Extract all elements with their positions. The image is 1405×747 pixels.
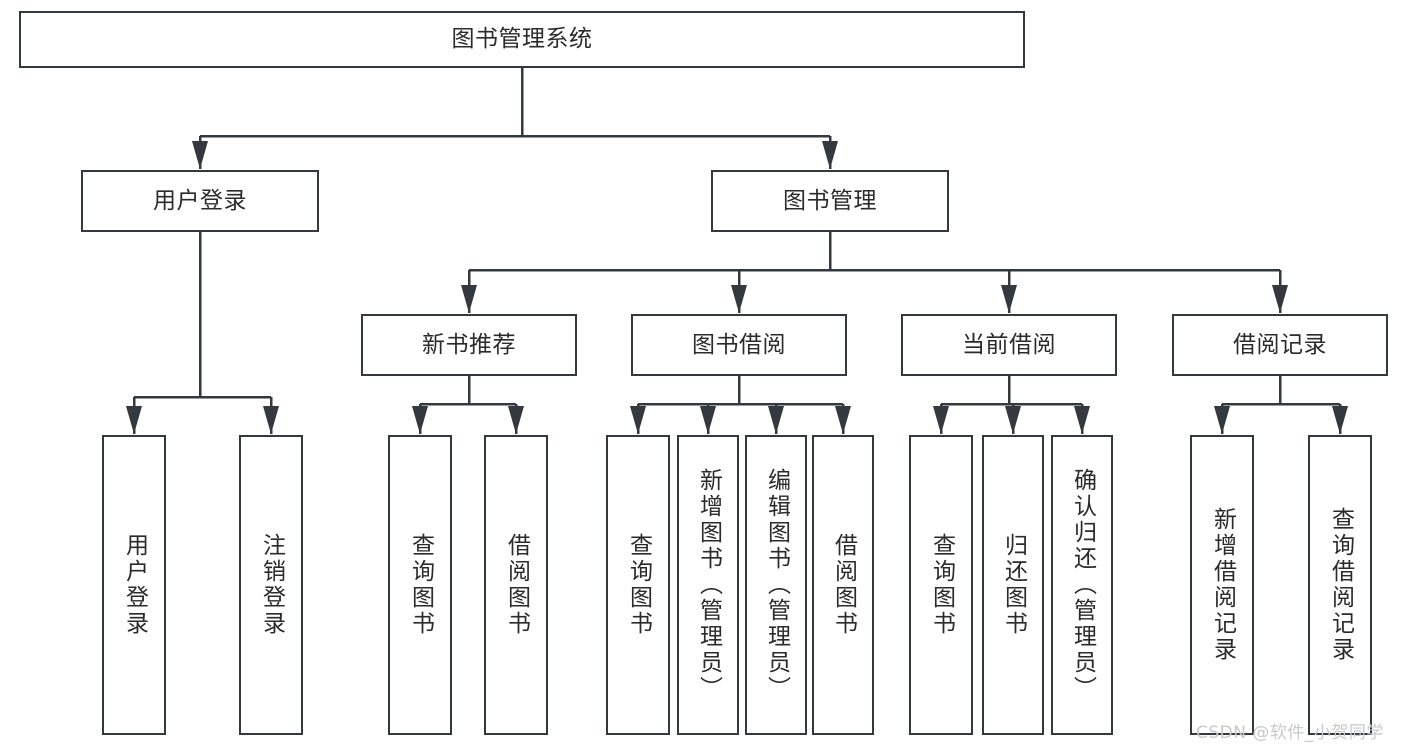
node-label: 图书管理: [783, 187, 877, 214]
edge-arrowhead: [1332, 406, 1348, 434]
node-label: 查询图书: [407, 533, 434, 637]
node-borrow-record: 借阅记录: [1172, 314, 1388, 376]
node-label: 查询图书: [625, 533, 652, 637]
node-label: 借阅图书: [503, 533, 530, 637]
node-label: 查询图书: [928, 533, 955, 637]
edge-arrowhead: [630, 406, 646, 434]
edge-arrowhead: [768, 406, 784, 434]
node-new-book-recommend: 新书推荐: [361, 314, 577, 376]
node-root-root: 图书管理系统: [19, 11, 1025, 68]
node-leaf-rec-query-record: 查询借阅记录: [1308, 435, 1372, 735]
edge-arrowhead: [700, 406, 716, 434]
edge-arrowhead: [126, 406, 142, 434]
node-leaf-rec-add-record: 新增借阅记录: [1190, 435, 1254, 735]
node-label: 确认归还（管理员）: [1069, 468, 1096, 702]
edge-arrowhead: [1005, 406, 1021, 434]
node-leaf-borrow-edit-book: 编辑图书（管理员）: [745, 435, 807, 735]
edge-arrowhead: [412, 406, 428, 434]
node-leaf-rec-borrow-book: 借阅图书: [484, 435, 548, 735]
node-label: 新书推荐: [422, 331, 516, 358]
edge-arrowhead: [835, 406, 851, 434]
node-label: 用户登录: [121, 533, 148, 637]
node-leaf-cur-confirm-return: 确认归还（管理员）: [1051, 435, 1113, 735]
edge-arrowhead: [461, 285, 477, 313]
node-book-borrow: 图书借阅: [631, 314, 847, 376]
node-leaf-borrow-add-book: 新增图书（管理员）: [677, 435, 739, 735]
node-user-login: 用户登录: [81, 170, 319, 232]
edge-arrowhead: [822, 141, 838, 169]
node-leaf-user-login: 用户登录: [102, 435, 166, 735]
node-label: 借阅记录: [1233, 331, 1327, 358]
watermark: CSDN @软件_小贺同学: [1196, 723, 1384, 743]
edge-arrowhead: [1074, 406, 1090, 434]
node-leaf-borrow-lend-book: 借阅图书: [812, 435, 874, 735]
edge-arrowhead: [1272, 285, 1288, 313]
edge-arrowhead: [933, 406, 949, 434]
node-label: 注销登录: [258, 533, 285, 637]
edge-arrowhead: [1214, 406, 1230, 434]
node-label: 编辑图书（管理员）: [763, 468, 790, 702]
edge-arrowhead: [731, 285, 747, 313]
node-label: 归还图书: [1000, 533, 1027, 637]
node-label: 新增图书（管理员）: [695, 468, 722, 702]
node-label: 图书借阅: [692, 331, 786, 358]
edge-arrowhead: [1001, 285, 1017, 313]
node-label: 借阅图书: [830, 533, 857, 637]
edge-arrowhead: [508, 406, 524, 434]
node-book-management: 图书管理: [711, 170, 949, 232]
node-current-borrow: 当前借阅: [901, 314, 1117, 376]
node-leaf-cur-return-book: 归还图书: [982, 435, 1044, 735]
node-label: 当前借阅: [962, 331, 1056, 358]
node-leaf-rec-query-book: 查询图书: [388, 435, 452, 735]
node-label: 用户登录: [153, 187, 247, 214]
node-label: 新增借阅记录: [1209, 507, 1236, 663]
node-leaf-cur-query-book: 查询图书: [909, 435, 973, 735]
edge-arrowhead: [263, 406, 279, 434]
node-label: 查询借阅记录: [1327, 507, 1354, 663]
node-leaf-borrow-query-book: 查询图书: [606, 435, 670, 735]
node-label: 图书管理系统: [451, 26, 593, 52]
edge-arrowhead: [192, 141, 208, 169]
node-leaf-user-logout: 注销登录: [239, 435, 303, 735]
